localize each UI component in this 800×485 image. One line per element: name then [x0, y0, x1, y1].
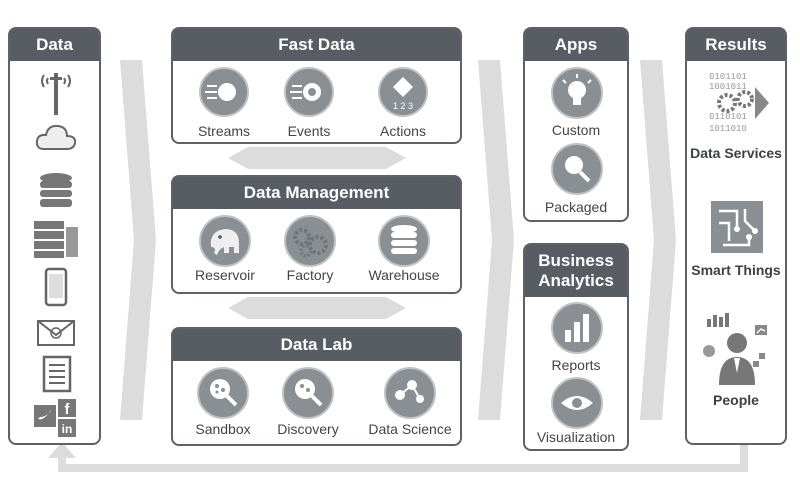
database-icon: [40, 173, 72, 207]
svg-text:in: in: [62, 422, 73, 436]
search-icon: [551, 143, 603, 195]
svg-text:0110101: 0110101: [709, 112, 747, 122]
panel-title: Apps: [525, 29, 627, 61]
apps-item-label: Packaged: [544, 199, 608, 215]
business-analytics-item-label: Reports: [551, 357, 601, 373]
results-item-label: People: [713, 392, 759, 408]
streams-icon: [199, 67, 249, 117]
svg-text:0101101: 0101101: [709, 72, 747, 82]
bar-chart-icon: [551, 302, 603, 354]
fast-data-item-label: Actions: [380, 123, 426, 139]
panel-title-line-2: Analytics: [538, 271, 614, 290]
data-management-item-label: Reservoir: [195, 267, 255, 283]
document-icon: [42, 355, 72, 393]
data-management-item-label: Warehouse: [368, 267, 440, 283]
results-item-label: Smart Things: [691, 262, 781, 278]
svg-text:f: f: [65, 401, 71, 418]
elephant-icon: [199, 215, 251, 267]
network-icon: [384, 367, 436, 419]
apps-panel: Apps Custom Packaged: [523, 27, 629, 222]
svg-text:1011010: 1011010: [709, 124, 747, 134]
panel-title: Fast Data: [173, 29, 460, 61]
panel-title: Data: [10, 29, 99, 61]
person-icon: [703, 313, 767, 385]
flow-arrow-3: [640, 60, 676, 420]
events-icon: [284, 67, 334, 117]
fast-data-item-label: Streams: [197, 123, 251, 139]
database-icon: [378, 215, 430, 267]
data-lab-item-label: Sandbox: [195, 421, 251, 437]
data-lab-item-label: Discovery: [277, 421, 339, 437]
gears-icon: [284, 215, 336, 267]
panel-title: Data Lab: [173, 329, 460, 361]
server-rack-icon: [34, 221, 78, 258]
fast-data-to-management-arrow: [228, 147, 406, 169]
svg-text:1001011: 1001011: [709, 82, 747, 92]
email-icon: [37, 320, 75, 346]
eye-icon: [551, 377, 603, 429]
magnifier-icon: [282, 367, 334, 419]
flow-arrow-2: [478, 60, 514, 420]
data-management-panel: Data Management Reservoir Factory Wareho…: [171, 175, 462, 294]
magnifier-icon: [197, 367, 249, 419]
apps-item-label: Custom: [551, 122, 601, 138]
lightbulb-icon: [551, 67, 603, 119]
svg-text:1 2 3: 1 2 3: [393, 101, 413, 111]
smartphone-icon: [44, 267, 68, 307]
fast-data-item-label: Events: [287, 123, 331, 139]
cloud-icon: [35, 124, 77, 150]
panel-title: Results: [687, 29, 785, 61]
binary-gears-icon: 0101101 1001011 0110101 1011010: [709, 72, 769, 134]
actions-icon: 1 2 3: [378, 67, 428, 117]
business-analytics-item-label: Visualization: [536, 429, 616, 445]
results-item-label: Data Services: [690, 145, 782, 161]
management-to-lab-arrow: [228, 297, 406, 319]
social-media-icon: f in: [34, 399, 76, 437]
results-panel: Results 0101101 1001011 0110101 1011010 …: [685, 27, 787, 445]
panel-title-line-1: Business: [538, 251, 614, 270]
circuit-icon: [711, 201, 763, 253]
data-panel: Data f in: [8, 27, 101, 445]
panel-title: Business Analytics: [525, 245, 627, 297]
cell-tower-icon: [41, 73, 71, 115]
business-analytics-panel: Business Analytics Reports Visualization: [523, 243, 629, 451]
fast-data-panel: Fast Data Streams Events 1 2 3 Actions: [171, 27, 462, 144]
data-lab-panel: Data Lab Sandbox Discovery Data Science: [171, 327, 462, 446]
feedback-loop-arrow: [48, 442, 748, 472]
data-management-item-label: Factory: [286, 267, 334, 283]
data-lab-item-label: Data Science: [368, 421, 452, 437]
flow-arrow-1: [120, 60, 156, 420]
panel-title: Data Management: [173, 177, 460, 209]
